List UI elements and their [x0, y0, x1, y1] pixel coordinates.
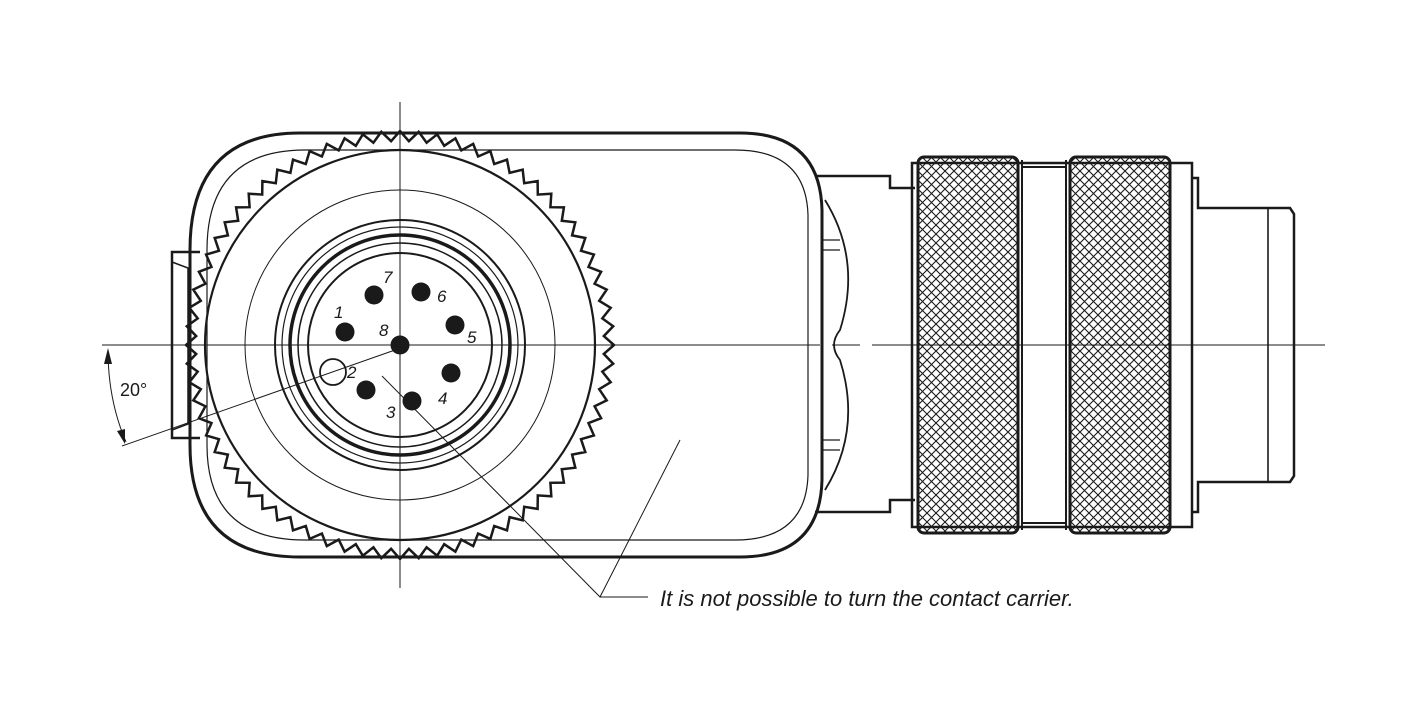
- housing-inner-outline: [206, 149, 809, 541]
- pin-label-5: 5: [467, 328, 477, 347]
- note-leader-line: [381, 375, 681, 598]
- housing-notch-bottom: [822, 439, 840, 451]
- pin-4-dot: [402, 391, 422, 411]
- pin-label-2: 2: [346, 363, 357, 382]
- pin-label-3: 3: [386, 403, 396, 422]
- pin-label-6: 6: [437, 287, 447, 306]
- angle-arrow-bottom: [117, 429, 125, 444]
- pin-label-4: 4: [438, 389, 447, 408]
- pin-3-dot: [356, 380, 376, 400]
- pin-7b-dot: [364, 285, 384, 305]
- pin-6-dot: [445, 315, 465, 335]
- pin-label-7: 7: [383, 268, 393, 287]
- note-text: It is not possible to turn the contact c…: [660, 586, 1074, 611]
- pin-5-dot: [441, 363, 461, 383]
- pin-1-dot: [335, 322, 355, 342]
- angle-label: 20°: [120, 380, 147, 400]
- housing-notch-top: [822, 239, 840, 251]
- angle-arrow-top: [104, 348, 112, 364]
- pin-label-1: 1: [334, 303, 343, 322]
- angle-leader-line: [121, 349, 396, 447]
- neck-outline: [815, 174, 915, 514]
- pin-label-8: 8: [379, 321, 389, 340]
- pin-7-dot: [411, 282, 431, 302]
